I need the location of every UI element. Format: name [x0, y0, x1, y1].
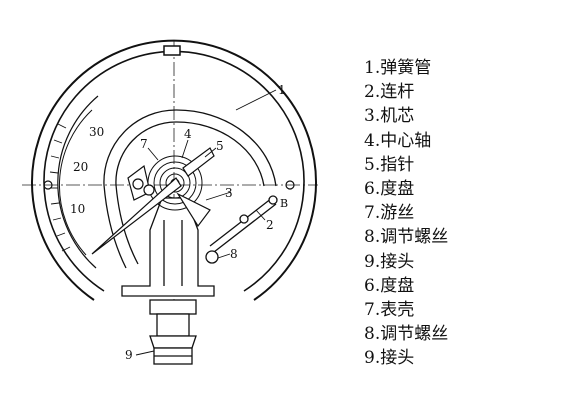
- legend-text: 游丝: [380, 203, 415, 224]
- pointer-needle: [91, 147, 215, 255]
- scale-label-30: 30: [89, 125, 104, 139]
- legend-item: 6.度盘: [364, 274, 448, 298]
- legend-item: 4.中心轴: [364, 129, 448, 153]
- part-label-7: 7: [140, 137, 148, 151]
- legend-number: 8.: [364, 227, 381, 248]
- part-label-9: 9: [125, 348, 133, 362]
- legend-number: 6.: [364, 275, 381, 296]
- bourdon-tube: [103, 109, 277, 269]
- legend-item: 6.度盘: [364, 177, 448, 201]
- part-label-3: 3: [225, 186, 233, 200]
- legend-number: 9.: [364, 348, 381, 369]
- legend-number: 8.: [364, 324, 381, 345]
- gauge-case: [31, 39, 317, 301]
- part-label-4: 4: [184, 127, 192, 141]
- legend-text: 表壳: [380, 299, 415, 320]
- part-label-5: 5: [216, 139, 224, 153]
- legend-text: 弹簧管: [380, 58, 432, 78]
- legend-item: 7.游丝: [364, 201, 448, 225]
- legend-text: 接头: [380, 251, 415, 272]
- legend-text: 调节螺丝: [380, 227, 449, 248]
- legend-number: 2.: [364, 82, 381, 103]
- legend-item: 9.接头: [364, 346, 448, 370]
- part-label-1: 1: [278, 83, 286, 97]
- legend-text: 接头: [380, 348, 415, 369]
- legend-item: 1.弹簧管: [364, 56, 448, 80]
- dial-scale: [49, 95, 99, 269]
- scale-label-20: 20: [73, 160, 88, 174]
- legend-text: 指针: [380, 154, 415, 175]
- legend-item: 3.机芯: [364, 104, 448, 128]
- part-label-2: 2: [266, 218, 274, 232]
- legend-item: 7.表壳: [364, 298, 448, 322]
- legend-text: 连杆: [380, 82, 415, 103]
- socket-connector: [149, 299, 197, 365]
- legend-item: 9.接头: [364, 250, 448, 274]
- legend-item: 5.指针: [364, 153, 448, 177]
- legend-number: 9.: [364, 251, 381, 272]
- legend-text: 调节螺丝: [380, 324, 449, 345]
- legend-text: 中心轴: [380, 130, 432, 151]
- legend-item: 8.调节螺丝: [364, 225, 448, 249]
- legend-number: 4.: [364, 130, 381, 151]
- legend-number: 6.: [364, 178, 381, 199]
- legend-number: 1.: [364, 58, 381, 78]
- point-label-b: B: [280, 197, 288, 210]
- legend-number: 5.: [364, 154, 381, 175]
- legend-number: 7.: [364, 203, 381, 224]
- legend-number: 3.: [364, 106, 381, 127]
- legend-text: 度盘: [380, 275, 415, 296]
- legend-number: 7.: [364, 299, 381, 320]
- legend-text: 度盘: [380, 178, 415, 199]
- leader-lines: [135, 89, 277, 356]
- legend-item: 8.调节螺丝: [364, 322, 448, 346]
- scale-label-10: 10: [70, 202, 85, 216]
- legend-text: 机芯: [380, 106, 415, 127]
- legend-item: 2.连杆: [364, 80, 448, 104]
- linkage-rod: [205, 195, 278, 264]
- parts-legend: 1.弹簧管 2.连杆 3.机芯 4.中心轴 5.指针 6.度盘 7.游丝 8.调…: [364, 56, 448, 370]
- sector-gear: [127, 164, 211, 228]
- part-label-8: 8: [230, 247, 238, 261]
